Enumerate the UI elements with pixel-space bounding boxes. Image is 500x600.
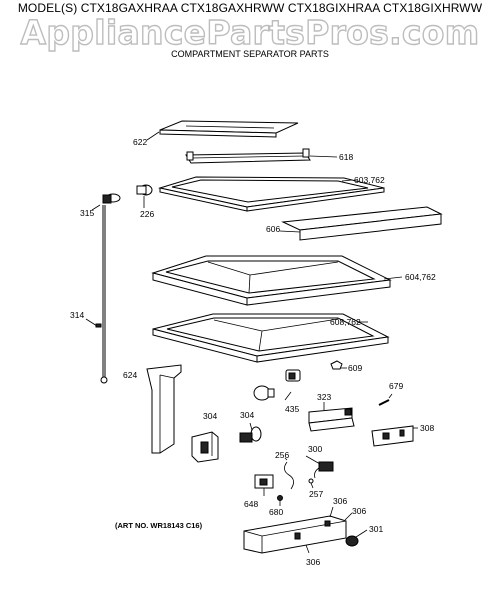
- callout-618: 618: [339, 152, 353, 162]
- part-624-duct: [146, 364, 182, 454]
- part-257-pin: [308, 478, 314, 489]
- part-622-cover: [146, 120, 299, 141]
- callout-622: 622: [133, 137, 147, 147]
- callout-257: 257: [309, 489, 323, 499]
- callout-680: 680: [269, 507, 283, 517]
- callout-609: 609: [348, 363, 362, 373]
- callout-304a: 304: [203, 411, 217, 421]
- callout-435: 435: [285, 404, 299, 414]
- watermark-logo: AppliancePartsPros.com: [20, 12, 480, 52]
- part-315-hinge-bracket: [91, 193, 121, 211]
- callout-679: 679: [389, 381, 403, 391]
- part-609-clip: [330, 360, 347, 370]
- callout-306c: 306: [306, 557, 320, 567]
- part-679-screw: [378, 393, 393, 406]
- callout-226: 226: [140, 209, 154, 219]
- part-226-cap: [136, 184, 153, 208]
- callout-304b: 304: [240, 410, 254, 420]
- art-number: (ART NO. WR18143 C16): [115, 521, 203, 530]
- callout-604: 604,762: [405, 272, 436, 282]
- part-256-connector: [284, 457, 294, 490]
- callout-306a: 306: [333, 496, 347, 506]
- part-301-knob: [345, 529, 368, 547]
- callout-314: 314: [70, 310, 84, 320]
- callout-306b: 306: [352, 506, 366, 516]
- callout-308: 308: [420, 423, 434, 433]
- callout-606: 606: [266, 224, 280, 234]
- part-306-base: [243, 506, 353, 554]
- part-618-rail: [185, 148, 338, 164]
- callout-624: 624: [123, 370, 137, 380]
- callout-256: 256: [275, 450, 289, 460]
- callout-323: 323: [317, 392, 331, 402]
- diagram-subtitle: COMPARTMENT SEPARATOR PARTS: [171, 49, 329, 59]
- part-608-separator: [152, 313, 390, 363]
- callout-300: 300: [308, 444, 322, 454]
- part-603-shelf: [158, 176, 385, 212]
- model-list: MODEL(S) CTX18GAXHRAA CTX18GAXHRWW CTX18…: [17, 1, 483, 15]
- part-314-rod: [85, 205, 108, 384]
- part-308-plate: [371, 425, 418, 447]
- callout-301: 301: [369, 524, 383, 534]
- part-680-screw: [277, 495, 283, 506]
- callout-648: 648: [244, 499, 258, 509]
- part-648-socket: [254, 474, 274, 496]
- part-604-separator: [151, 255, 403, 306]
- callout-315: 315: [80, 208, 94, 218]
- part-323-bracket: [308, 402, 355, 432]
- part-300-switch: [305, 455, 334, 479]
- callout-608: 608,762: [330, 317, 361, 327]
- callout-603: 603,762: [354, 175, 385, 185]
- part-304-knob: [239, 422, 262, 443]
- part-304-housing: [191, 431, 219, 463]
- part-606-trim: [279, 206, 443, 241]
- part-435-lamp: [253, 369, 301, 401]
